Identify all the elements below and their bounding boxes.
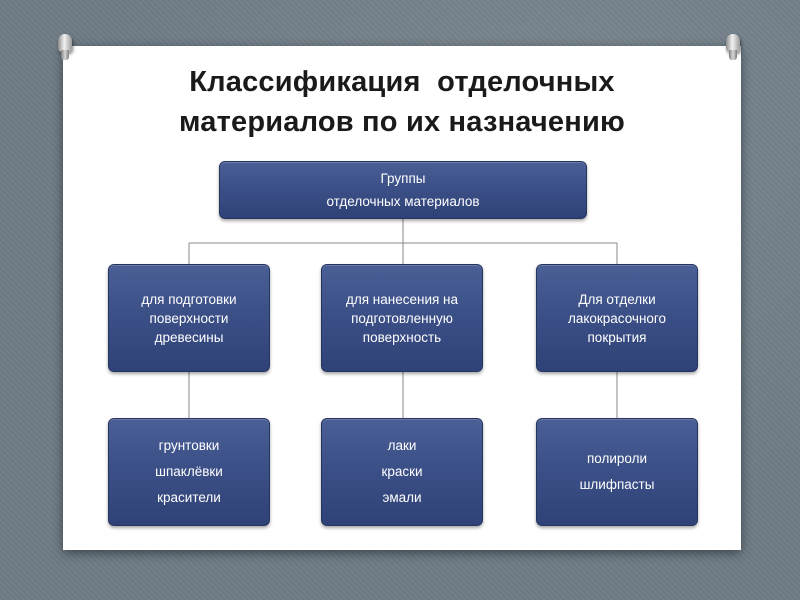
category-line: древесины [154,329,224,345]
category-node-application: для нанесения на подготовленную поверхно… [321,264,483,372]
title-line-1: Классификация отделочных [189,66,615,98]
category-line: Для отделки [578,291,656,307]
items-node-finishing: полироли шлифпасты [536,418,698,526]
category-line: покрытия [587,329,647,345]
root-line-2: отделочных материалов [326,194,480,209]
title-line-2: материалов по их назначению [179,106,625,138]
item-text: шлифпасты [579,477,655,492]
category-line: подготовленную [351,310,453,326]
item-text: полироли [586,451,648,466]
items-node-application: лаки краски эмали [321,418,483,526]
item-text: лаки [387,438,417,453]
item-text: краски [381,464,423,479]
item-text: шпаклёвки [155,464,223,479]
category-line: лакокрасочного [567,310,667,326]
items-node-surface-prep: грунтовки шпаклёвки красители [108,418,270,526]
item-text: красители [157,490,221,505]
pushpin-icon [726,34,740,60]
root-line-1: Группы [380,171,426,186]
item-text: грунтовки [158,438,220,453]
category-line: для подготовки [141,291,237,307]
category-line: для нанесения на [345,291,459,307]
category-line: поверхность [362,329,442,345]
root-node: Группы отделочных материалов [219,161,587,219]
pushpin-icon [58,34,72,60]
page-title: Классификация отделочных материалов по и… [63,62,741,142]
category-line: поверхности [149,310,229,326]
category-node-finishing: Для отделки лакокрасочного покрытия [536,264,698,372]
item-text: эмали [382,490,422,505]
category-node-surface-prep: для подготовки поверхности древесины [108,264,270,372]
